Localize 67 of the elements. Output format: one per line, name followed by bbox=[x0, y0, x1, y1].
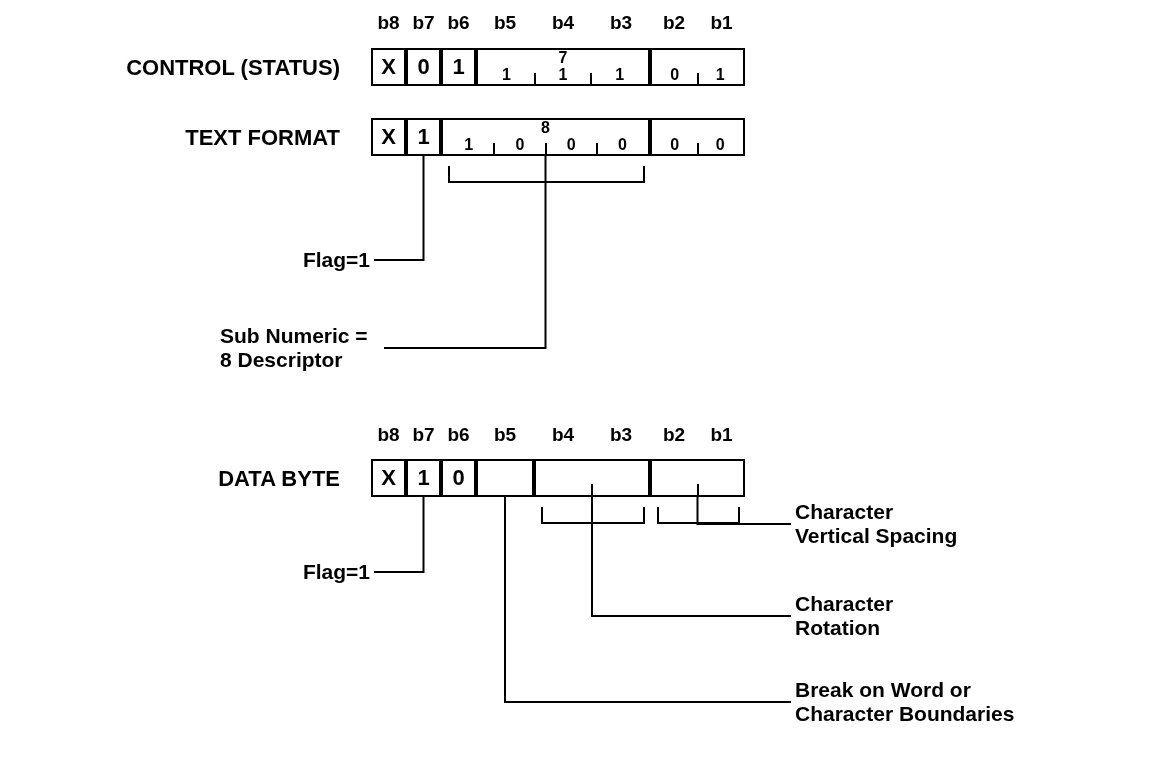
bit-value: 1 bbox=[416, 125, 431, 149]
callout-text: Flag=1 bbox=[290, 248, 370, 272]
bit-value: 0 bbox=[669, 66, 681, 83]
bit-cell bbox=[371, 48, 406, 86]
bit-number: b3 bbox=[609, 12, 633, 34]
register-name: DATA BYTE bbox=[218, 466, 340, 492]
bit-cell bbox=[476, 459, 534, 497]
bit-number: b7 bbox=[412, 424, 435, 446]
bit-number: b5 bbox=[493, 424, 517, 446]
bit-cell bbox=[406, 48, 441, 86]
bit-number: b6 bbox=[447, 12, 470, 34]
bit-value: 0 bbox=[565, 136, 577, 153]
bit-field bbox=[534, 459, 650, 497]
bit-value: 0 bbox=[514, 136, 526, 153]
bit-cell bbox=[441, 48, 476, 86]
bit-value: 0 bbox=[616, 136, 628, 153]
bit-value: 0 bbox=[416, 55, 431, 79]
bit-number: b7 bbox=[412, 12, 435, 34]
bit-number: b3 bbox=[609, 424, 633, 446]
bit-number: b5 bbox=[493, 12, 517, 34]
bit-number: b2 bbox=[662, 12, 686, 34]
bit-field bbox=[441, 118, 650, 156]
callout-text: Sub Numeric = 8 Descriptor bbox=[220, 324, 380, 372]
register-name: CONTROL (STATUS) bbox=[126, 55, 340, 81]
bit-number: b4 bbox=[551, 424, 575, 446]
bit-number: b2 bbox=[662, 424, 686, 446]
bit-number: b1 bbox=[710, 424, 733, 446]
bit-number: b8 bbox=[377, 424, 400, 446]
bit-value: 1 bbox=[451, 55, 466, 79]
leader-line bbox=[591, 496, 792, 617]
bit-number: b6 bbox=[447, 424, 470, 446]
bit-value: X bbox=[380, 125, 397, 149]
leader-line bbox=[373, 155, 425, 261]
bit-cell bbox=[441, 459, 476, 497]
bit-value: 1 bbox=[500, 66, 512, 83]
bit-value: 1 bbox=[714, 66, 726, 83]
bit-field bbox=[650, 48, 745, 86]
callout-text: Character Vertical Spacing bbox=[795, 500, 970, 548]
bit-value: 1 bbox=[614, 66, 626, 83]
field-value: 7 bbox=[557, 49, 569, 66]
bit-value: 1 bbox=[416, 466, 431, 490]
bit-cell bbox=[406, 459, 441, 497]
register-name: TEXT FORMAT bbox=[185, 125, 340, 151]
bit-number: b8 bbox=[377, 12, 400, 34]
bit-value: 0 bbox=[714, 136, 726, 153]
callout-text: Character Rotation bbox=[795, 592, 925, 640]
bit-cell bbox=[371, 118, 406, 156]
bit-field bbox=[650, 118, 745, 156]
bit-value: X bbox=[380, 55, 397, 79]
bit-value: 0 bbox=[451, 466, 466, 490]
field-value: 8 bbox=[540, 119, 551, 136]
callout-text: Break on Word or Character Boundaries bbox=[795, 678, 1035, 726]
bit-cell bbox=[371, 459, 406, 497]
bit-cell bbox=[406, 118, 441, 156]
leader-line bbox=[373, 496, 425, 573]
bit-value: 1 bbox=[463, 136, 475, 153]
callout-text: Flag=1 bbox=[290, 560, 370, 584]
bit-field bbox=[650, 459, 745, 497]
bit-value: X bbox=[380, 466, 397, 490]
leader-line bbox=[383, 155, 547, 349]
bit-number: b4 bbox=[551, 12, 575, 34]
bit-value: 0 bbox=[669, 136, 681, 153]
bit-value: 1 bbox=[557, 66, 569, 83]
bit-number: b1 bbox=[710, 12, 733, 34]
leader-line bbox=[504, 496, 792, 703]
leader-line bbox=[696, 496, 792, 525]
bit-field bbox=[476, 48, 650, 86]
